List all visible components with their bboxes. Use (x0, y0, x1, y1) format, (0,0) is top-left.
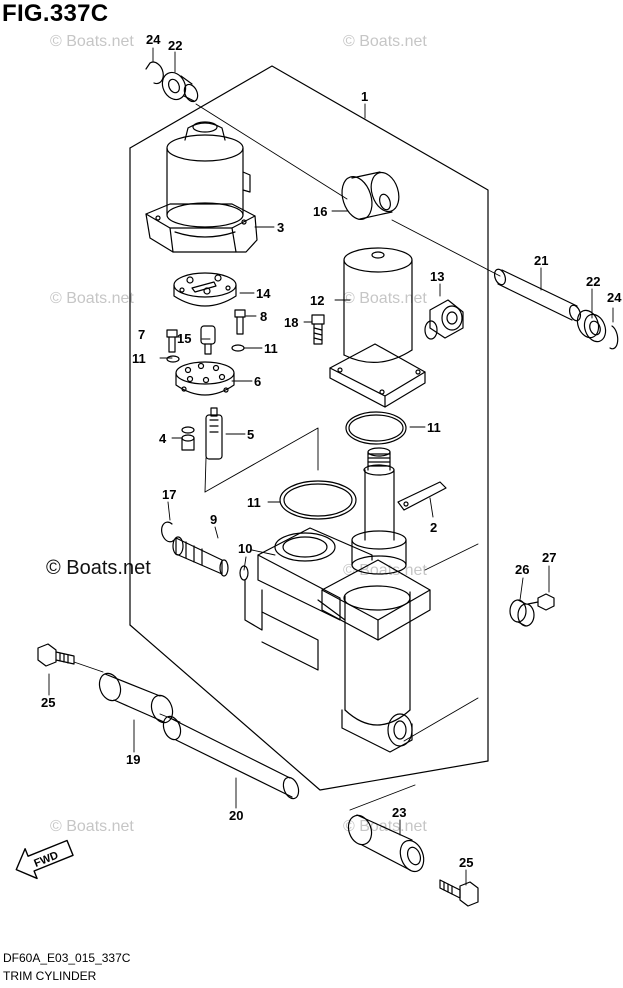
plug-13 (424, 299, 464, 340)
lever-2 (397, 481, 447, 511)
watermark: © Boats.net (50, 33, 134, 50)
callout-13: 13 (430, 269, 444, 284)
callout-25: 25 (41, 695, 55, 710)
circlip-24-top (145, 61, 164, 85)
callout-24: 24 (607, 290, 622, 305)
callout-16: 16 (313, 204, 327, 219)
rod-20 (162, 715, 300, 800)
bolt-27 (527, 593, 555, 611)
callout-19: 19 (126, 752, 140, 767)
o-ring-11-upper (345, 411, 407, 445)
relief-valve-9 (172, 536, 229, 577)
callout-20: 20 (229, 808, 243, 823)
callout-26: 26 (515, 562, 529, 577)
sleeve-19 (98, 672, 174, 724)
watermark: © Boats.net (50, 818, 134, 835)
callout-numbers: 1 2 3 4 5 6 7 8 9 10 11 11 11 11 12 13 1… (41, 32, 622, 870)
bolt-25-upper (37, 643, 75, 667)
spacer-26 (509, 599, 535, 627)
callout-18: 18 (284, 315, 298, 330)
callout-22: 22 (586, 274, 600, 289)
watermark: © Boats.net (343, 290, 427, 307)
callout-10: 10 (238, 541, 252, 556)
pin-21 (493, 268, 582, 322)
bolt-25-lower (439, 879, 479, 907)
callout-21: 21 (534, 253, 548, 268)
callout-1: 1 (361, 89, 368, 104)
watermark: © Boats.net (50, 290, 134, 307)
callout-5: 5 (247, 427, 254, 442)
bolt-8 (234, 309, 246, 335)
pump-motor-3 (145, 121, 258, 253)
o-ring-10 (239, 565, 249, 581)
callout-22: 22 (168, 38, 182, 53)
callout-2: 2 (430, 520, 437, 535)
bushing-22-right (576, 309, 607, 343)
callout-11: 11 (264, 341, 278, 356)
callout-12: 12 (310, 293, 324, 308)
callout-25: 25 (459, 855, 473, 870)
figure-name: TRIM CYLINDER (3, 969, 97, 983)
circlip-24-right (609, 325, 619, 350)
figure-title: FIG.337C (2, 0, 109, 27)
circlip-17 (161, 521, 175, 543)
watermark: © Boats.net (343, 818, 427, 835)
piston-4 (181, 426, 195, 451)
bolt-7 (166, 329, 178, 353)
watermark-main: © Boats.net (46, 557, 151, 579)
callout-15: 15 (177, 331, 191, 346)
bushing-23 (347, 814, 425, 873)
figure-code: DF60A_E03_015_337C (3, 951, 131, 965)
valve-body-6 (175, 361, 235, 396)
check-valve-5 (205, 407, 223, 460)
leader-lines (48, 47, 614, 886)
spacer-16 (341, 171, 400, 220)
callout-3: 3 (277, 220, 284, 235)
bushing-22-top (161, 71, 199, 103)
callout-6: 6 (254, 374, 261, 389)
callout-14: 14 (256, 286, 271, 301)
callout-8: 8 (260, 309, 267, 324)
callout-4: 4 (159, 431, 167, 446)
callout-24: 24 (146, 32, 161, 47)
reservoir-12 (329, 247, 426, 408)
piston-rod (351, 447, 407, 575)
bolt-18 (311, 314, 325, 345)
pump-body-14 (173, 272, 237, 307)
callout-17: 17 (162, 487, 176, 502)
callout-27: 27 (542, 550, 556, 565)
o-rings-11-small (166, 344, 245, 363)
main-cylinder-housing (244, 527, 431, 753)
callout-11: 11 (247, 495, 261, 510)
callout-9: 9 (210, 512, 217, 527)
valve-15 (200, 325, 216, 355)
watermark: © Boats.net (343, 33, 427, 50)
callout-23: 23 (392, 805, 406, 820)
callout-11: 11 (132, 351, 146, 366)
callout-7: 7 (138, 327, 145, 342)
callout-11: 11 (427, 420, 441, 435)
fwd-direction-arrow: FWD (15, 839, 74, 880)
o-ring-11-lower (279, 480, 357, 520)
